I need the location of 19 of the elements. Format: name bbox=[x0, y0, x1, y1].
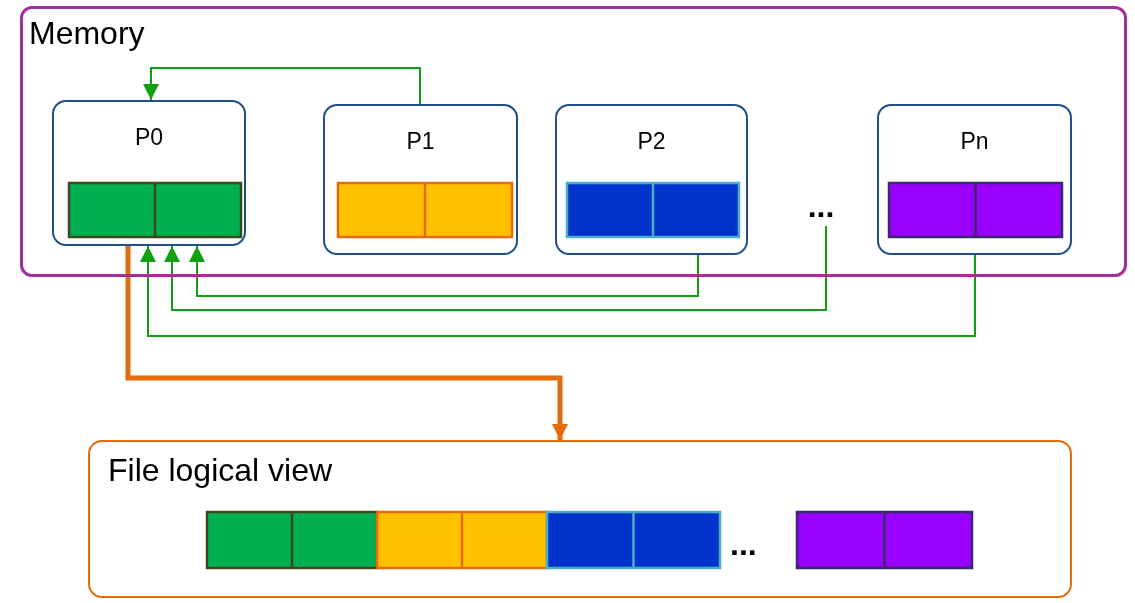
arrow bbox=[164, 225, 827, 311]
container-title: File logical view bbox=[108, 452, 333, 489]
arrow bbox=[189, 245, 699, 297]
arrow bbox=[143, 67, 421, 105]
ellipsis: ... bbox=[730, 526, 757, 563]
arrow bbox=[140, 245, 976, 337]
process-box bbox=[877, 104, 1072, 255]
ellipsis: ... bbox=[790, 186, 852, 226]
file-view-container bbox=[88, 440, 1072, 598]
process-label: P0 bbox=[133, 124, 165, 151]
process-label: Pn bbox=[959, 128, 990, 155]
process-box bbox=[323, 104, 518, 255]
process-label: P1 bbox=[405, 128, 436, 155]
process-label: P2 bbox=[636, 128, 667, 155]
process-box bbox=[52, 100, 246, 246]
process-box bbox=[555, 104, 748, 255]
arrow bbox=[125, 246, 568, 440]
memory-container bbox=[20, 6, 1127, 277]
container-title: Memory bbox=[29, 15, 145, 52]
